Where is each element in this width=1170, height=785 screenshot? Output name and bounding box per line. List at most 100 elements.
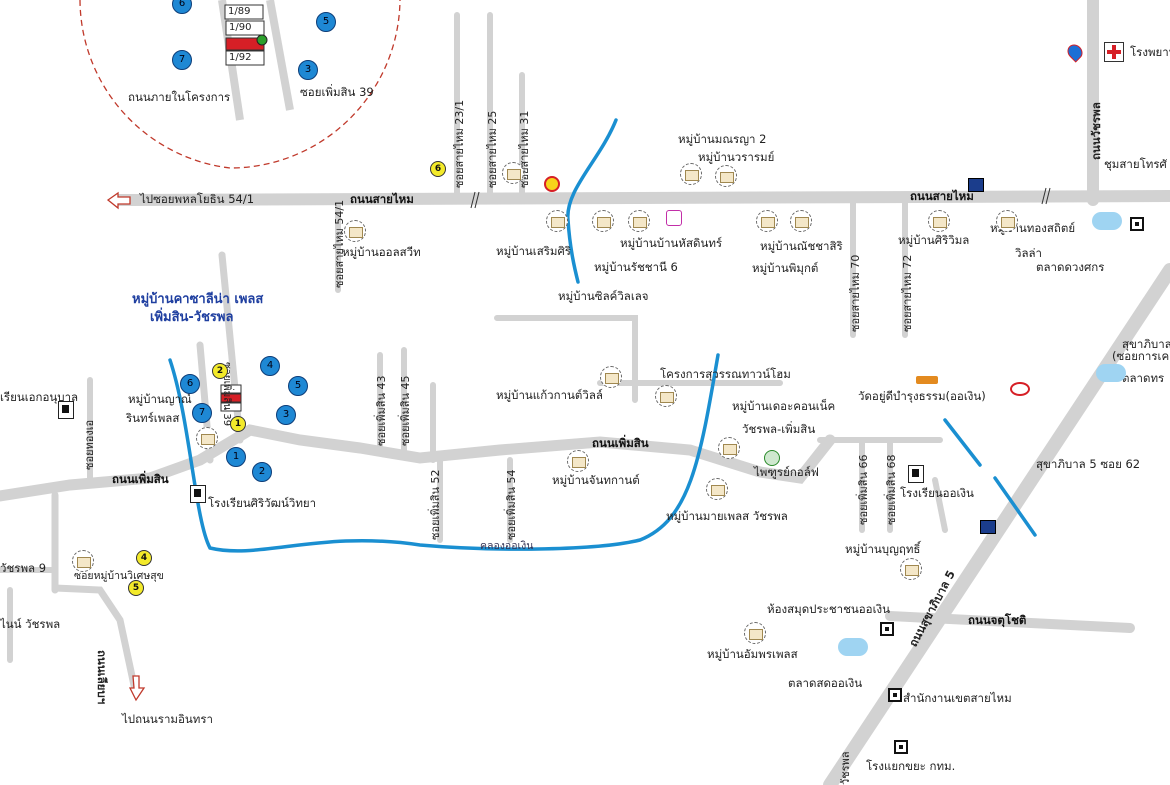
temple-icon	[916, 376, 938, 384]
inset-circle	[79, 0, 401, 169]
blue-plot-5: 5	[288, 376, 308, 396]
place-rongyaek: โรงแยกขยะ กทม.	[866, 759, 956, 773]
place-wat: วัดอยู่ดีบำรุงธรรม(ออเงิน)	[858, 389, 986, 403]
road-to-ram-inthra: ไปถนนรามอินทรา	[122, 712, 213, 726]
blue-plot-6: 6	[180, 374, 200, 394]
canal	[168, 118, 1037, 553]
road-watcharaphon-bottom: วัชรพล	[839, 751, 852, 785]
place-monreya: หมู่บ้านมณรญา 2	[678, 132, 767, 146]
place-soemsiri: หมู่บ้านเสริมศิริ	[496, 244, 571, 258]
house-icon	[567, 450, 589, 472]
blue-plot-4: 4	[260, 356, 280, 376]
toyota-icon	[1010, 382, 1030, 396]
place-rin-place: รินทร์เพลส	[126, 411, 180, 425]
house-icon	[546, 210, 568, 232]
yellow-marker-4: 4	[136, 550, 152, 566]
inset-internal-road-label: ถนนภายในโครงการ	[128, 90, 231, 104]
inset-unit-2: 1/90	[229, 22, 252, 33]
blue-plot-3: 3	[276, 405, 296, 425]
house-icon	[592, 210, 614, 232]
place-chantakan: หมู่บ้านจันทกานต์	[552, 473, 640, 487]
place-the-connect: หมู่บ้านเดอะคอนเน็ค	[732, 399, 836, 413]
place-hospital: โรงพยาบ	[1130, 45, 1170, 59]
place-nanya: หมู่บ้านญาณ์	[128, 392, 192, 406]
house-icon	[706, 478, 728, 500]
soi-sai-mai-70: ซอยสายไหม 70	[849, 254, 862, 332]
road-chatuchot: ถนนจตุโชติ	[968, 613, 1027, 627]
house-icon	[900, 558, 922, 580]
project-units	[220, 384, 242, 412]
inset-unit-1: 1/89	[228, 6, 251, 17]
place-ek-anuban: เรียนเอกอนุบาล	[0, 390, 79, 404]
house-icon	[756, 210, 778, 232]
road-soi-kan-right: (ซอยการเค	[1112, 349, 1170, 363]
house-icon	[790, 210, 812, 232]
soi-sai-mai-25: ซอยสายไหม 25	[486, 110, 499, 188]
gas-station-icon	[666, 210, 682, 226]
place-golf: ไพฑูรย์กอล์ฟ	[754, 465, 819, 479]
house-icon	[680, 163, 702, 185]
place-bunyarit: หมู่บ้านบุญฤทธิ์	[845, 542, 921, 556]
place-talad-duangsak: ตลาดดวงศกร	[1036, 260, 1105, 274]
road-phoemsin-west: ถนนเพิ่มสิน	[112, 472, 169, 486]
place-library: ห้องสมุดประชาชนออเงิน	[767, 602, 890, 616]
inset-soi-label: ซอยเพิ่มสิน 39	[300, 85, 374, 99]
place-warame: หมู่บ้านวรารมย์	[698, 150, 775, 164]
yellow-marker-1: 1	[230, 416, 246, 432]
house-icon	[928, 210, 950, 232]
place-villa: วิลล่า	[1015, 246, 1043, 260]
road-to-phahon: ไปซอยพหลโยธิน 54/1	[140, 192, 255, 206]
place-silk-village: หมู่บ้านซิลค์วิลเลจ	[558, 289, 649, 303]
yellow-marker-2: 2	[212, 363, 228, 379]
blue-plot-7: 7	[192, 403, 212, 423]
soi-sai-mai-23-1: ซอยสายไหม 23/1	[453, 99, 466, 188]
place-hatsadin: หมู่บ้านบ้านหัสดินทร์	[620, 236, 723, 250]
school-icon	[190, 485, 206, 503]
road-sai-mai-west: ถนนสายไหม	[350, 192, 414, 206]
place-sor-wattana: ซอยหมู่บ้านวิเศษสุข	[74, 570, 164, 582]
road-watcharaphon-road: ถนนวัชรพล	[1089, 102, 1103, 160]
house-icon	[502, 162, 524, 184]
soi-phoemsin-45: ซอยเพิ่มสิน 45	[399, 375, 412, 446]
soi-phoemsin-54: ซอยเพิ่มสิน 54	[505, 469, 518, 540]
gas-station-icon	[544, 176, 560, 192]
soi-phoemsin-52: ซอยเพิ่มสิน 52	[429, 469, 442, 540]
place-suwanna-townhome: โครงการสุวรรณทาวน์โฮม	[660, 367, 791, 381]
place-talad-right: ตลาดทร	[1122, 371, 1165, 385]
place-the-connect-2: วัชรพล-เพิ่มสิน	[742, 422, 816, 436]
house-icon	[196, 427, 218, 449]
place-district: สำนักงานเขตสายไหม	[903, 691, 1012, 705]
soi-phoemsin-43: ซอยเพิ่มสิน 43	[375, 375, 388, 446]
golf-icon	[764, 450, 780, 466]
place-oolsweet: หมู่บ้านออลสวีท	[342, 245, 421, 259]
place-phimuk: หมู่บ้านพิมุกต์	[752, 261, 819, 275]
inset-units	[224, 4, 268, 66]
house-icon	[628, 210, 650, 232]
place-fineline: ไนน์ วัชรพล	[0, 617, 61, 631]
road-sai-mai-east: ถนนสายไหม	[910, 189, 974, 203]
place-nacha: หมู่บ้านณัชชาสิริ	[760, 239, 843, 253]
canal-label: คลองออเงิน	[480, 540, 534, 552]
bank-icon	[968, 178, 984, 192]
arrow-down-icon	[128, 675, 146, 702]
inset-plot-7: 7	[172, 50, 192, 70]
road-phoemsin: ถนนเพิ่มสิน	[592, 436, 649, 450]
place-school-ongoen: โรงเรียนออเงิน	[900, 486, 974, 500]
place-kaewkan: หมู่บ้านแก้วกานต์วิลล์	[496, 388, 603, 402]
hospital-icon	[1104, 42, 1124, 62]
road-right-vertical: ถนนเลียบฯ	[95, 650, 109, 705]
road-break-marks	[470, 187, 1051, 209]
inset-unit-3: 1/92	[229, 52, 252, 63]
house-icon	[600, 366, 622, 388]
phone-exchange-icon	[1130, 217, 1144, 231]
soi-phoemsin-66: ซอยเพิ่มสิน 66	[857, 454, 870, 525]
market-icon	[1096, 364, 1126, 382]
house-icon	[344, 220, 366, 242]
house-icon	[655, 385, 677, 407]
library-icon	[880, 622, 894, 636]
school-icon	[908, 465, 924, 483]
blue-plot-1: 1	[226, 447, 246, 467]
road-sukhaphiban-right: สุขาภิบาล	[1122, 337, 1170, 351]
bank-icon	[980, 520, 996, 534]
